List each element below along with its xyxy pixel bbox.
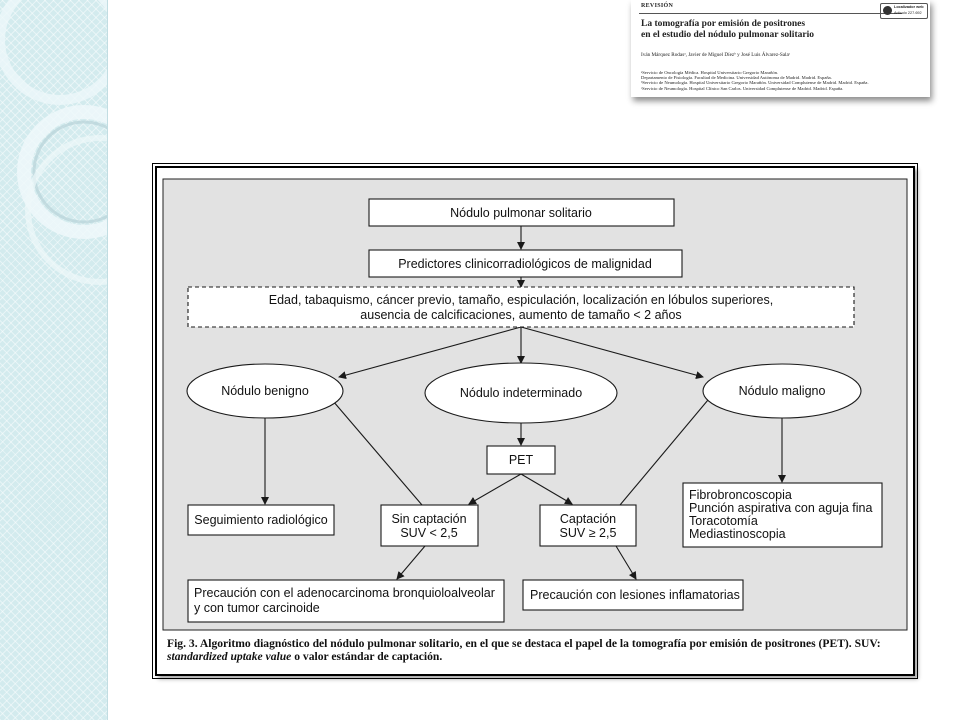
arrow-pet-to-uptake — [520, 473, 573, 505]
article-section: REVISIÓN — [641, 3, 674, 9]
arrow-uptake-to-caution-inflam — [615, 545, 637, 580]
node-pet-label: PET — [509, 453, 534, 467]
node-caution-adeno-box — [187, 579, 505, 623]
node-malignant-step: Fibrobroncoscopia — [689, 488, 792, 502]
arrow-no-uptake-to-caution-adeno — [396, 545, 426, 580]
node-malignant-step: Toracotomía — [689, 514, 758, 528]
caption-italic-term: standardized uptake value — [167, 650, 292, 663]
node-caution-adeno-label-1: Precaución con el adenocarcinoma bronqui… — [194, 586, 495, 600]
web-locator-badge: Localizador web Artículo 227.692 — [880, 3, 928, 19]
node-no-uptake-label-2: SUV < 2,5 — [400, 526, 457, 540]
node-pet-box — [486, 445, 556, 475]
node-factors-box — [187, 286, 855, 328]
arrow-pet-to-no-uptake — [468, 473, 522, 505]
node-uptake-label-2: SUV ≥ 2,5 — [560, 526, 617, 540]
affiliation-line: ᵇServicio de Neumología. Hospital Univer… — [641, 80, 869, 86]
node-malignant-steps-box — [682, 482, 883, 548]
caption-text: Algoritmo diagnóstico del nódulo pulmona… — [197, 637, 881, 650]
node-indeterminate-label: Nódulo indeterminado — [460, 386, 582, 400]
arrow-factors-to-malignant — [520, 326, 704, 380]
connectors — [261, 226, 786, 580]
article-title: La tomografía por emisión de positrones … — [641, 19, 861, 41]
node-uptake-box — [539, 504, 637, 547]
node-malignant-step: Mediastinoscopia — [689, 527, 786, 541]
node-malignant-ellipse — [702, 363, 862, 419]
node-predictors-box — [368, 249, 683, 278]
node-indeterminate-ellipse — [424, 362, 618, 424]
node-uptake-label-1: Captación — [560, 512, 616, 526]
header-rule — [639, 13, 902, 14]
node-malignant-step: Punción aspirativa con aguja fina — [689, 501, 873, 515]
caption-text-end: o valor estándar de captación. — [291, 650, 443, 663]
article-affiliations: ᵃServicio de Oncología Médica. Hospital … — [641, 70, 921, 91]
node-root-box — [368, 198, 675, 227]
arrow-factors-to-benign — [338, 326, 522, 380]
badge-article-number: Artículo 227.692 — [894, 11, 922, 15]
node-predictors-label: Predictores clinicorradiológicos de mali… — [398, 257, 652, 271]
node-factors-label-2: ausencia de calcificaciones, aumento de … — [360, 308, 681, 322]
article-title-line-1: La tomografía por emisión de positrones — [641, 19, 806, 29]
affiliation-line: ᵃServicio de Oncología Médica. Hospital … — [641, 70, 779, 75]
figure-caption: Fig. 3. Algoritmo diagnóstico del nódulo… — [167, 637, 909, 663]
node-caution-inflam-box — [522, 579, 744, 611]
node-benign-label: Nódulo benigno — [221, 384, 309, 398]
decorative-rings — [0, 0, 107, 285]
node-followup-box — [187, 504, 335, 536]
arrow-no-uptake-to-benign — [326, 393, 423, 506]
decorative-side-strip — [0, 0, 108, 720]
locator-icon — [883, 6, 892, 15]
article-authors: Iván Márquez Rodasᵃ, Javier de Miguel Dí… — [641, 52, 791, 58]
badge-label: Localizador web — [894, 5, 924, 9]
article-title-line-2: en el estudio del nódulo pulmonar solita… — [641, 30, 814, 40]
node-root-label: Nódulo pulmonar solitario — [450, 206, 592, 220]
node-factors-label-1: Edad, tabaquismo, cáncer previo, tamaño,… — [269, 293, 773, 307]
node-caution-adeno-label-2: y con tumor carcinoide — [194, 601, 320, 615]
node-caution-inflam-label: Precaución con lesiones inflamatorias — [530, 588, 740, 602]
affiliation-line: Departamento de Fisiología. Facultad de … — [641, 75, 832, 81]
article-header-thumbnail: REVISIÓN La tomografía por emisión de po… — [631, 0, 930, 97]
figure-frame: Nódulo pulmonar solitario Predictores cl… — [152, 163, 918, 679]
caption-label: Fig. 3. — [167, 637, 198, 650]
node-benign-ellipse — [186, 363, 344, 419]
flowchart-diagram: Nódulo pulmonar solitario Predictores cl… — [162, 178, 908, 631]
affiliation-line: ᶜServicio de Neumología. Hospital Clínic… — [641, 85, 844, 91]
node-followup-label: Seguimiento radiológico — [194, 513, 327, 527]
node-malignant-label: Nódulo maligno — [739, 384, 826, 398]
node-no-uptake-box — [380, 504, 479, 547]
arrow-uptake-to-malignant — [619, 393, 714, 506]
node-no-uptake-label-1: Sin captación — [391, 512, 466, 526]
